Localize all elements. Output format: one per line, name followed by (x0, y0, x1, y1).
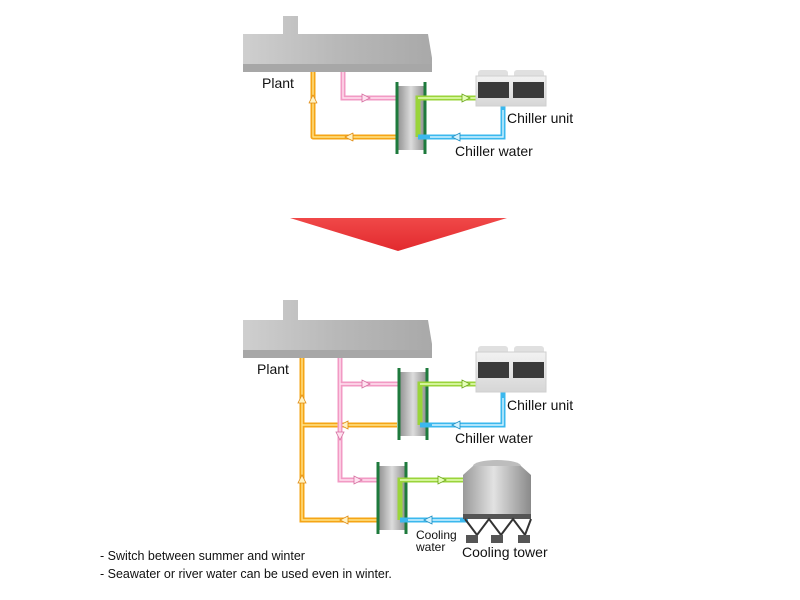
top-diagram: Plant Chiller unit Chiller water (243, 16, 573, 159)
bottom-chiller-unit-label: Chiller unit (507, 397, 573, 413)
notes-list: - Switch between summer and winter - Sea… (100, 547, 392, 583)
cooling-tower-label: Cooling tower (462, 544, 548, 560)
heat-exchanger-upper (397, 368, 429, 440)
cooling-water-label-line2: water (415, 540, 445, 554)
chiller-unit (475, 70, 547, 107)
chilled-return-pipe (418, 104, 506, 142)
cooling-supply-pipe (397, 475, 475, 520)
bottom-plant-label: Plant (257, 361, 289, 377)
cooling-tower (463, 460, 532, 543)
note-item: - Switch between summer and winter (100, 549, 305, 563)
note-item: - Seawater or river water can be used ev… (100, 567, 392, 581)
cooling-return-pipe (400, 515, 468, 525)
bottom-chiller-water-label: Chiller water (455, 430, 533, 446)
plant-building (243, 16, 432, 72)
plant-building-bottom (243, 300, 432, 358)
hot-water-pipe (308, 72, 397, 142)
cooling-water-label-line1: Cooling (416, 528, 457, 542)
top-chiller-unit-label: Chiller unit (507, 110, 573, 126)
chilled-supply-pipe (415, 93, 480, 137)
chiller-unit-bottom (475, 346, 547, 393)
transition-arrow (290, 218, 507, 251)
bottom-diagram: Plant Chiller unit Chiller water Cooling… (243, 300, 573, 560)
top-chiller-water-label: Chiller water (455, 143, 533, 159)
chilled-supply-pipe-bottom (417, 379, 480, 425)
hot-water-pipe-bottom (297, 358, 397, 525)
heat-exchanger (395, 82, 427, 154)
chilled-return-pipe-bottom (420, 392, 506, 430)
top-plant-label: Plant (262, 75, 294, 91)
